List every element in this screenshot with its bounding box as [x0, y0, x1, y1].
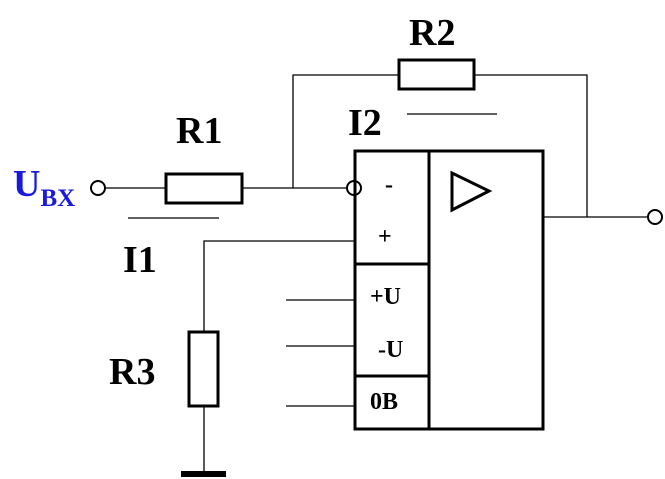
input-terminal	[90, 180, 106, 196]
r2-label: R2	[409, 12, 455, 54]
r3-label: R3	[109, 351, 155, 393]
resistor-r3	[187, 330, 220, 408]
resistor-r1	[164, 172, 244, 205]
input-voltage-label: UBX	[13, 163, 75, 212]
output-terminal	[647, 209, 663, 225]
pin-plus-label: +	[378, 224, 392, 250]
wire-noninverting-r3	[203, 240, 355, 332]
opamp-body	[353, 149, 545, 431]
pin-neg-supply-label: -U	[378, 337, 403, 363]
pin-ground-label: 0B	[370, 389, 398, 415]
i1-label: I1	[123, 239, 157, 281]
i2-label: I2	[348, 102, 382, 144]
wire-feedback-right	[474, 74, 588, 217]
wire-feedback-left	[292, 74, 399, 188]
pin-minus-label: -	[385, 172, 393, 198]
r1-label: R1	[176, 110, 222, 152]
amplifier-triangle-icon	[450, 170, 493, 213]
pin-pos-supply-label: +U	[370, 284, 401, 310]
resistor-r2	[397, 58, 476, 91]
